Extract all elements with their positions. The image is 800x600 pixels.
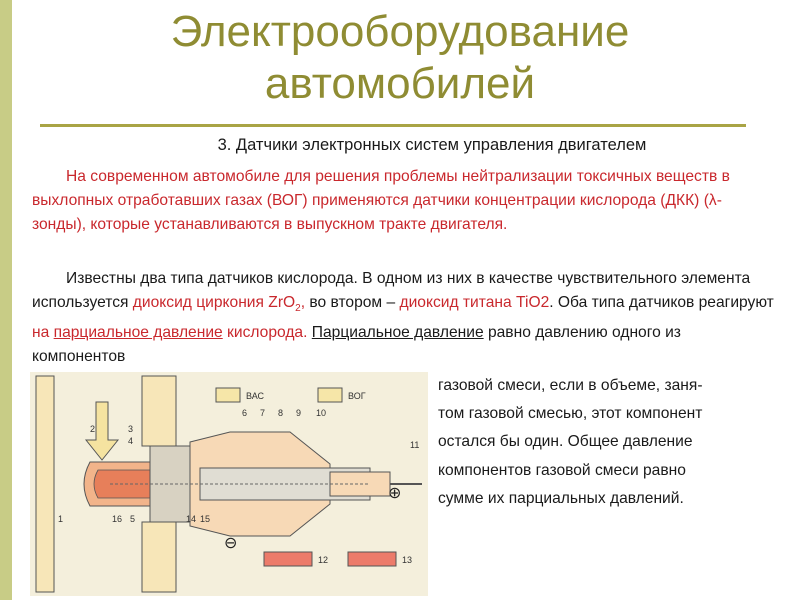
slide-title: Электрооборудование автомобилей — [60, 6, 740, 110]
section-subtitle: 3. Датчики электронных систем управления… — [217, 136, 647, 154]
callout-10: 10 — [316, 408, 326, 418]
paragraph-intro: На современном автомобиле для решения пр… — [32, 165, 772, 237]
callout-5: 5 — [130, 514, 135, 524]
legend-box-13 — [347, 551, 397, 567]
title-divider — [40, 124, 746, 127]
pipe-wall-bottom — [141, 521, 177, 593]
pipe-wall-left — [35, 375, 55, 593]
para2-text-2: во втором – — [305, 294, 400, 311]
legend-box-vog — [317, 387, 343, 403]
callout-14: 14 — [186, 514, 196, 524]
callout-13: 13 — [402, 555, 412, 565]
wrap-line: сумме их парциальных давлений. — [438, 489, 684, 507]
zirconia-comma: , — [300, 294, 306, 311]
legend-label-vog: ВОГ — [348, 391, 366, 401]
wrap-line: том газовой смесью, этот компонент — [438, 405, 703, 423]
callout-4: 4 — [128, 436, 133, 446]
callout-8: 8 — [278, 408, 283, 418]
oxygen-term: кислорода. — [222, 324, 308, 342]
partial-pressure-prefix: на — [32, 324, 54, 342]
pipe-wall-top — [141, 375, 177, 447]
callout-16: 16 — [112, 514, 122, 524]
para2-text-1: Известны два типа датчиков кислорода. В … — [32, 270, 751, 311]
callout-7: 7 — [260, 408, 265, 418]
gas-flow-arrow — [84, 401, 120, 461]
title-line-2: автомобилей — [264, 59, 536, 108]
minus-terminal-icon: ⊖ — [224, 533, 237, 552]
left-accent-bar — [0, 0, 12, 600]
callout-6: 6 — [242, 408, 247, 418]
partial-pressure-link: Парциальное давление — [311, 324, 484, 342]
title-line-1: Электрооборудование — [170, 7, 630, 56]
legend-box-vac — [215, 387, 241, 403]
plus-terminal-icon: ⊕ — [388, 483, 401, 502]
callout-9: 9 — [296, 408, 301, 418]
partial-pressure-link-red: парциальное давление — [53, 324, 223, 342]
callout-3: 3 — [128, 424, 133, 434]
legend-box-12 — [263, 551, 313, 567]
paragraph-wrapped-text: газовой смеси, если в объеме, заня- том … — [438, 372, 788, 513]
titania-term: диоксид титана TiO2 — [399, 294, 550, 311]
callout-15: 15 — [200, 514, 210, 524]
callout-1: 1 — [58, 514, 63, 524]
para2-text-4: равно давлению одного из компонентов — [32, 324, 681, 366]
callout-12: 12 — [318, 555, 328, 565]
wrap-line: остался бы один. Общее давление — [438, 433, 693, 451]
oxygen-sensor-diagram: ВАС ВОГ 12 13 2 3 4 6 7 8 9 10 11 1 16 5… — [30, 372, 428, 596]
wrap-line: газовой смеси, если в объеме, заня- — [438, 377, 703, 394]
wrap-line: компонентов газовой смеси равно — [438, 461, 686, 479]
zirconia-term: диоксид циркония ZrO — [132, 294, 296, 311]
callout-11: 11 — [410, 440, 419, 450]
para2-text-3: . Оба типа датчиков реагируют — [549, 294, 774, 311]
zirconia-subscript: 2 — [295, 303, 301, 315]
paragraph-intro-text: На современном автомобиле для решения пр… — [32, 168, 730, 233]
legend-label-vac: ВАС — [246, 391, 265, 401]
paragraph-sensor-types: Известны два типа датчиков кислорода. В … — [32, 267, 776, 369]
callout-2: 2 — [90, 424, 95, 434]
